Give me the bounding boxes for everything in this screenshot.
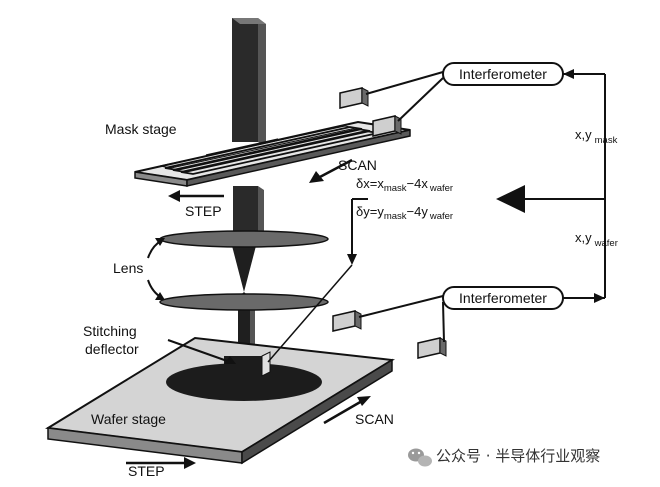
lens-upper (159, 230, 329, 248)
coord-mask-main: x,y (575, 127, 592, 142)
eq-dx-sub1: mask (384, 183, 407, 194)
scan-label-top: SCAN (338, 157, 377, 173)
scan-arrow-mask (309, 158, 353, 183)
coord-mask-sub: mask (595, 135, 618, 146)
coord-wafer-main: x,y (575, 230, 592, 245)
signal-lines (351, 71, 606, 343)
watermark: 公众号 · 半导体行业观察 (408, 447, 600, 467)
scan-arrow-wafer (323, 396, 371, 425)
coord-wafer-sub: wafer (594, 238, 618, 249)
eq-dy-mid: −4y (407, 204, 429, 219)
eq-dx-prefix: δx=x (356, 176, 384, 191)
arrow-feedback (496, 185, 525, 213)
step-label-bottom: STEP (128, 463, 165, 479)
wafer-mirror-blocks (332, 310, 447, 359)
eq-dy-sub1: mask (384, 211, 407, 222)
interferometer-bottom: Interferometer (442, 286, 564, 310)
eq-dy-sub2: wafer (429, 211, 453, 222)
line-to-deflector (267, 264, 353, 363)
arrow-to-bottom-interferometer-right (594, 293, 605, 303)
mask-stage-label: Mask stage (105, 121, 177, 137)
interferometer-top: Interferometer (442, 62, 564, 86)
mask-stage (134, 120, 411, 187)
arrow-down-to-deflector (347, 254, 357, 265)
scan-label-bottom: SCAN (355, 411, 394, 427)
eq-dy-prefix: δy=y (356, 204, 384, 219)
beam-column (231, 18, 266, 372)
wafer-stage-label: Wafer stage (91, 411, 166, 427)
interferometer-top-label: Interferometer (459, 66, 547, 82)
eq-dx-mid: −4x (407, 176, 429, 191)
wafer (166, 363, 322, 401)
step-arrow-mask (168, 190, 224, 202)
lens-lower (159, 293, 329, 311)
step-label-top: STEP (185, 203, 222, 219)
lens-label: Lens (113, 260, 143, 276)
step-arrow-wafer (126, 457, 196, 469)
wafer-stage (45, 336, 396, 465)
stitching-label: Stitching (83, 323, 137, 339)
eq-dx-sub2: wafer (429, 183, 453, 194)
deflector-pointer (167, 339, 231, 363)
interferometer-bottom-label: Interferometer (459, 290, 547, 306)
deflector-label: deflector (85, 341, 139, 357)
wechat-icon (408, 448, 432, 467)
watermark-text: 公众号 · 半导体行业观察 (436, 447, 600, 465)
lens-pointers (147, 239, 163, 299)
arrow-to-top-interferometer (563, 69, 574, 79)
